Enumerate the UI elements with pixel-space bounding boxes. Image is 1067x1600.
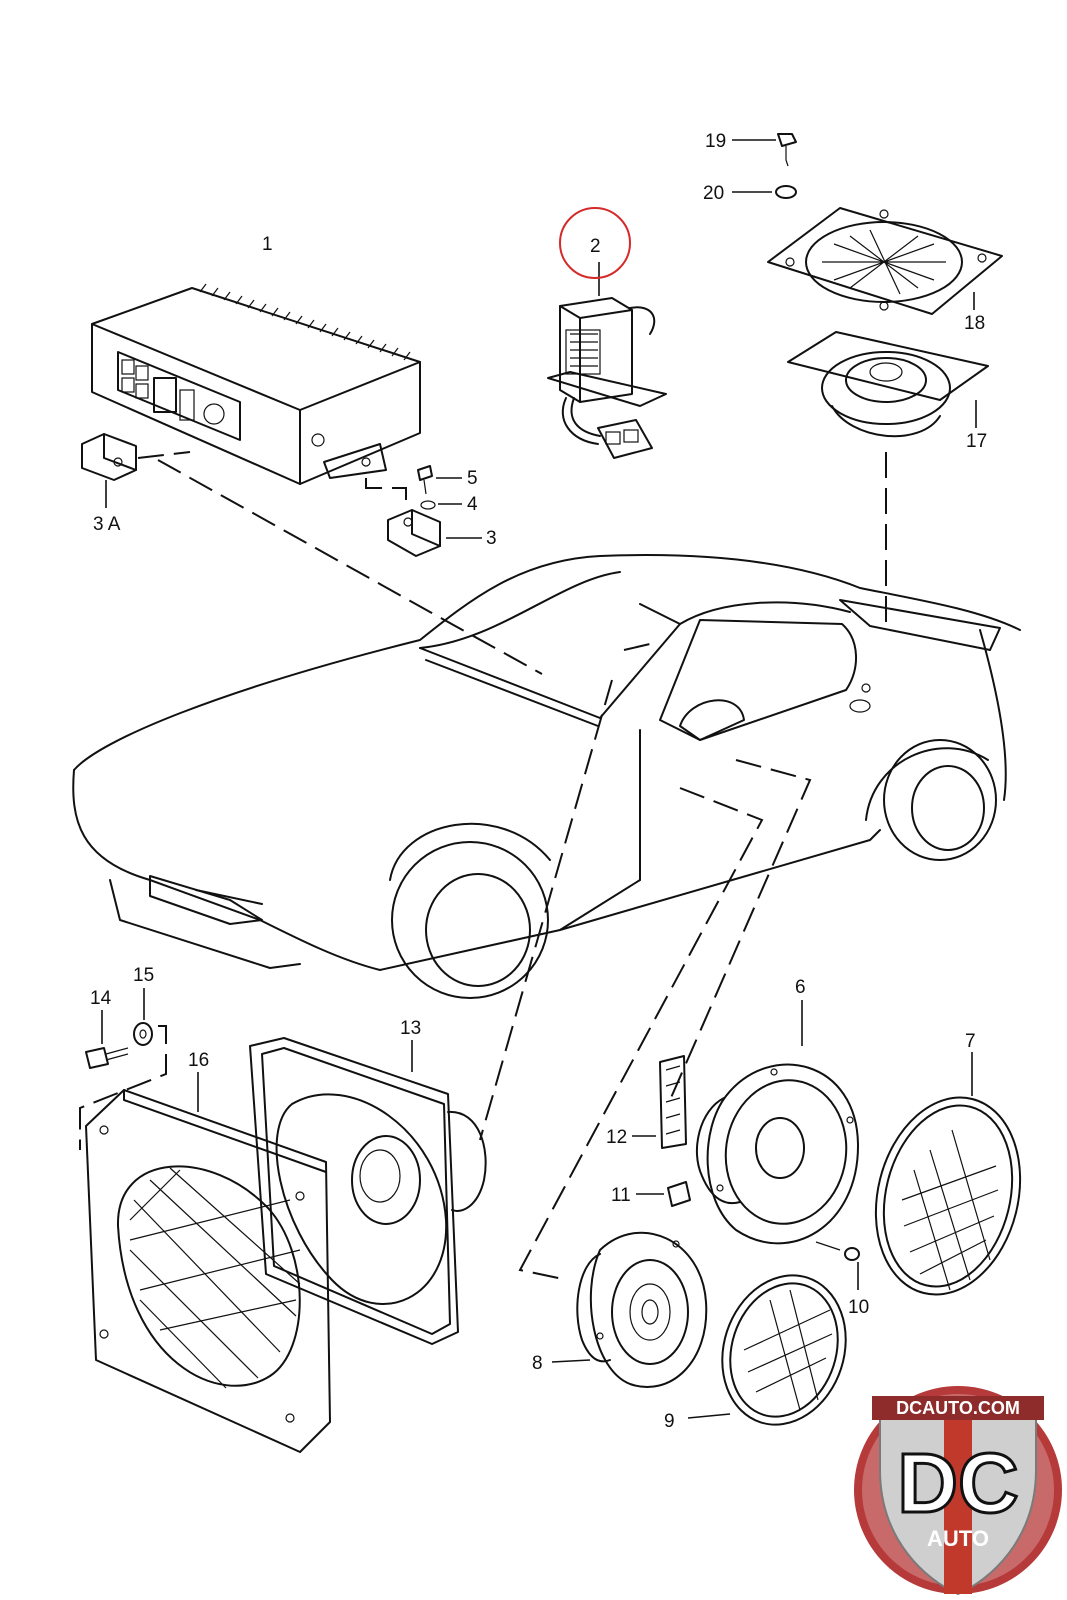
clip-11 [636,1181,691,1207]
callout-16: 16 [188,1050,209,1071]
logo-monogram: DC [897,1436,1018,1530]
callout-18: 18 [964,313,985,334]
logo-wordmark: AUTO [927,1526,989,1551]
foam-strip-12 [632,1055,687,1149]
callout-14: 14 [90,988,112,1009]
callout-8: 8 [532,1353,543,1374]
speaker-grille-18 [767,207,1003,315]
speaker-6 [695,1000,859,1245]
speaker-17 [787,331,989,630]
assembly-lines [157,459,812,1281]
logo-site-text: DCAUTO.COM [896,1398,1020,1418]
callout-3a: 3 A [93,514,121,535]
callout-6: 6 [795,977,806,998]
car-illustration [72,554,1021,999]
callout-7: 7 [965,1031,976,1052]
amplifier-unit [91,283,421,485]
callout-15: 15 [133,965,154,986]
callout-labels: 1 2 3 3 A 4 5 6 7 8 9 10 11 12 13 14 15 … [90,131,987,1432]
speaker-8 [551,1231,708,1389]
speaker-grille-16 [85,1072,331,1453]
bracket-3a [81,433,191,508]
callout-9: 9 [664,1411,675,1432]
callout-5: 5 [467,468,478,489]
callout-19: 19 [705,131,726,152]
callout-3: 3 [486,528,497,549]
callout-10: 10 [848,1297,869,1318]
dcauto-logo: DCAUTO.COM DC AUTO [854,1386,1062,1596]
callout-20: 20 [703,183,724,204]
speaker-13 [249,1037,487,1345]
transformer [547,207,667,459]
callout-17: 17 [966,431,987,452]
callout-2: 2 [590,236,601,257]
screw-14-washer-15 [79,988,167,1150]
highlight-circle [559,207,631,279]
tweeter-19-20 [732,133,797,199]
callout-1: 1 [262,234,273,255]
callout-4: 4 [467,494,478,515]
bracket-3-and-fasteners [365,465,482,557]
callout-12: 12 [606,1127,627,1148]
callout-13: 13 [400,1018,421,1039]
speaker-grille-9 [687,1274,847,1426]
callout-11: 11 [611,1185,631,1206]
speaker-grille-7 [874,1052,1022,1296]
screw-10 [815,1241,860,1290]
